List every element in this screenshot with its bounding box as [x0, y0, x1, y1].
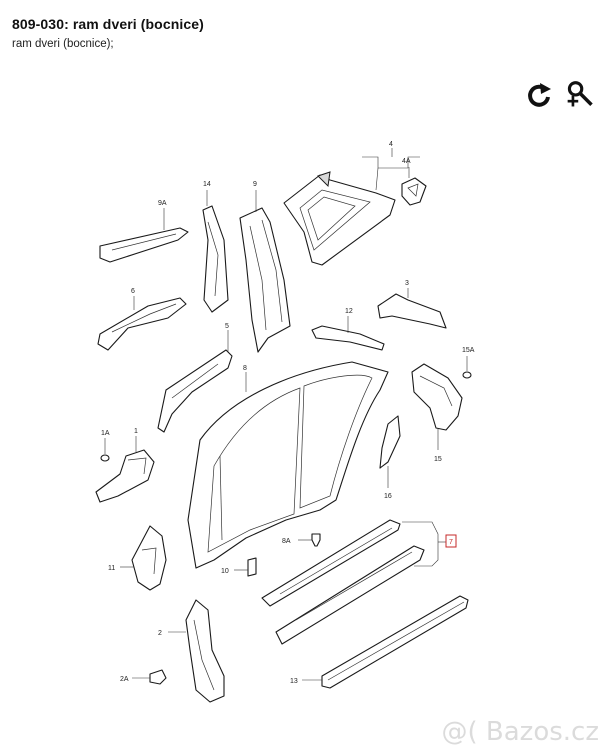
label-14: 14 — [203, 181, 211, 188]
refresh-button[interactable] — [524, 80, 554, 110]
label-12: 12 — [345, 308, 353, 315]
label-8a: 8A — [282, 538, 291, 545]
zoom-person-icon — [567, 81, 593, 107]
label-4a: 4A — [402, 158, 411, 165]
part-4-quarter-frame[interactable] — [283, 171, 396, 266]
part-2a-cap[interactable] — [149, 669, 167, 685]
label-2a: 2A — [120, 676, 129, 683]
label-5: 5 — [225, 323, 229, 330]
part-1a-clip[interactable] — [100, 454, 110, 462]
part-15-wheelhouse[interactable] — [411, 363, 463, 431]
label-9: 9 — [253, 181, 257, 188]
part-15a-clip[interactable] — [462, 371, 472, 379]
label-11: 11 — [108, 565, 115, 572]
label-15a: 15A — [462, 347, 475, 354]
part-13-rocker-cover[interactable] — [321, 595, 469, 689]
label-6: 6 — [131, 288, 135, 295]
part-9a-rail[interactable] — [99, 227, 189, 263]
label-2: 2 — [158, 630, 162, 637]
part-7-sill-inner[interactable] — [261, 519, 401, 607]
part-8-side-frame[interactable] — [187, 361, 389, 569]
label-10: 10 — [221, 568, 229, 575]
header: 809-030: ram dveri (bocnice) ram dveri (… — [12, 16, 204, 50]
page-title: 809-030: ram dveri (bocnice) — [12, 16, 204, 32]
label-1: 1 — [134, 428, 138, 435]
part-7-sill-outer[interactable] — [275, 545, 425, 645]
part-4a-bracket[interactable] — [401, 177, 427, 206]
part-3-reinforcement[interactable] — [377, 293, 447, 329]
label-7-box[interactable] — [445, 534, 457, 548]
part-10-plate[interactable] — [247, 557, 257, 577]
label-13: 13 — [290, 678, 298, 685]
part-2-pillar-lower[interactable] — [185, 599, 225, 703]
part-6-bracket[interactable] — [97, 297, 187, 351]
part-1-bracket[interactable] — [95, 449, 155, 503]
zoom-button[interactable] — [565, 80, 595, 110]
refresh-icon — [528, 83, 551, 107]
part-16-strip[interactable] — [379, 415, 401, 469]
part-14-pillar[interactable] — [202, 205, 229, 313]
label-3: 3 — [405, 280, 409, 287]
page-subtitle: ram dveri (bocnice); — [12, 38, 114, 50]
part-11-bracket[interactable] — [131, 525, 167, 591]
label-7: 7 — [449, 539, 453, 546]
watermark: @( Bazos.cz — [441, 717, 600, 747]
label-1a: 1A — [101, 430, 110, 437]
part-12-trim[interactable] — [311, 325, 385, 351]
part-9-b-pillar[interactable] — [239, 207, 291, 353]
part-8a-bolt[interactable] — [311, 533, 321, 547]
label-16: 16 — [384, 493, 392, 500]
label-8: 8 — [243, 365, 247, 372]
label-4: 4 — [389, 141, 393, 148]
label-15: 15 — [434, 456, 442, 463]
label-9a: 9A — [158, 200, 167, 207]
